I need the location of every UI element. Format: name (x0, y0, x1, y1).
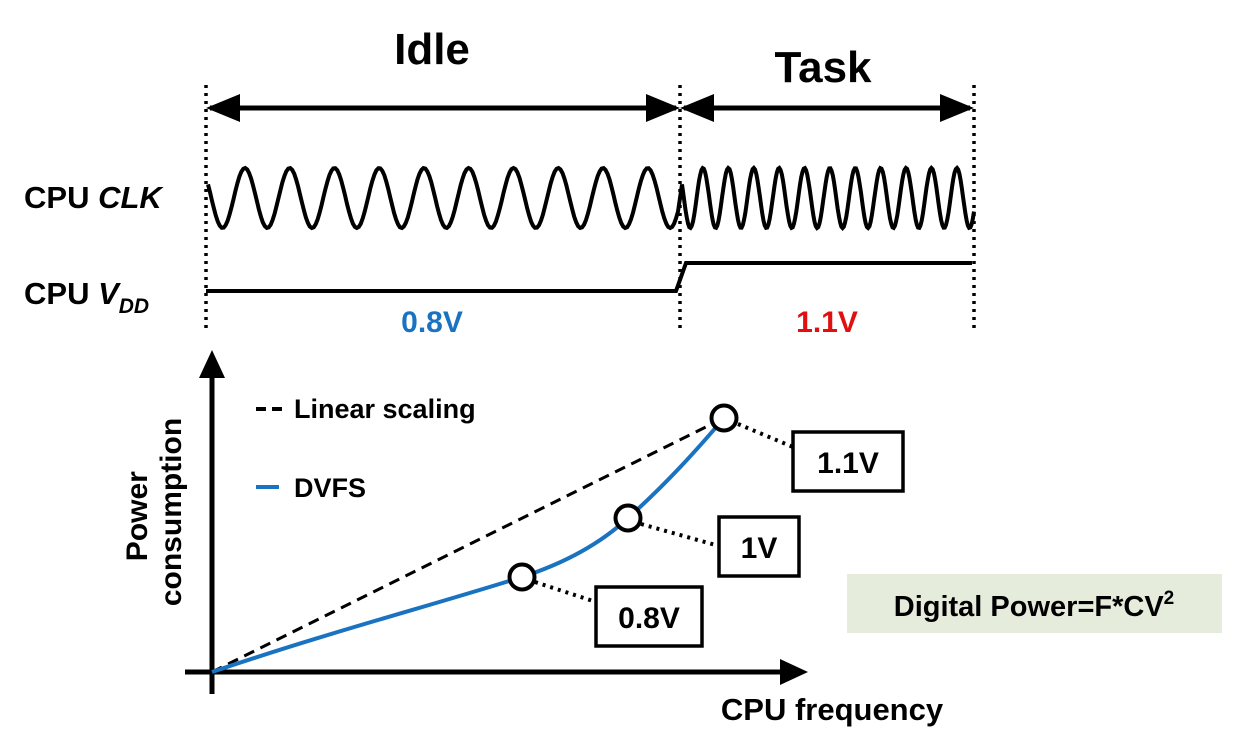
operating-point-1v-marker (613, 503, 643, 533)
task-phase-title: Task (774, 43, 872, 92)
legend-dvfs-label: DVFS (294, 473, 366, 503)
leader-0-8v (534, 580, 597, 604)
task-phase-arrow (680, 94, 974, 122)
cpu-vdd-label: CPU VDD (24, 276, 149, 318)
x-axis-label: CPU frequency (721, 692, 944, 727)
y-axis-label: Power consumption (121, 418, 188, 606)
cpu-vdd-waveform (206, 261, 972, 293)
idle-phase-arrow (206, 94, 680, 122)
svg-text:0.8V: 0.8V (618, 602, 680, 635)
x-axis (185, 659, 808, 685)
operating-point-1v-label: 1V (717, 515, 801, 578)
linear-scaling-line (211, 416, 725, 674)
leader-1-1v (737, 422, 794, 449)
operating-point-0-8v-marker (507, 562, 537, 592)
legend: Linear scaling DVFS (256, 394, 476, 503)
cpu-clk-label: CPU CLK (24, 180, 164, 215)
y-axis (199, 350, 225, 694)
task-voltage-value: 1.1V (796, 306, 858, 339)
idle-phase-title: Idle (394, 25, 470, 74)
cpu-clk-waveform (206, 165, 976, 231)
operating-point-1-1v-marker (709, 403, 739, 433)
idle-voltage-value: 0.8V (401, 306, 463, 339)
leader-1v (640, 522, 720, 548)
dvfs-curve (211, 416, 726, 674)
operating-point-0-8v-label: 0.8V (594, 585, 704, 648)
operating-point-1-1v-label: 1.1V (791, 430, 905, 493)
digital-power-formula: Digital Power=F*CV2 (847, 574, 1222, 633)
svg-text:1V: 1V (741, 532, 778, 565)
svg-text:1.1V: 1.1V (817, 447, 879, 480)
svg-text:Digital Power=F*CV2: Digital Power=F*CV2 (894, 588, 1175, 623)
legend-linear-label: Linear scaling (294, 394, 476, 424)
